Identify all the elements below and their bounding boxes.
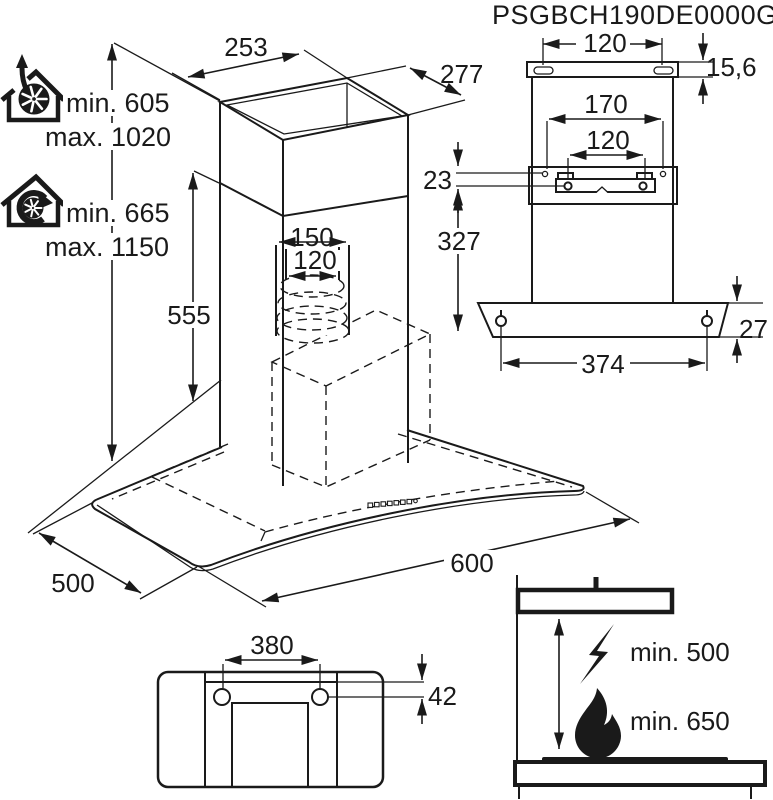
counter-top <box>513 760 767 787</box>
dim-duct-inner-diameter: 120 <box>293 245 336 275</box>
canopy-hidden-edges <box>111 433 573 533</box>
clearance-gas: min. 650 <box>630 706 730 736</box>
recirculation-arrow-arc <box>16 190 48 226</box>
exhaust-mode-icon <box>0 54 66 123</box>
canopy-outline <box>156 670 385 789</box>
house-roof <box>0 173 66 207</box>
dim-holes-vertical-offset: 23 <box>423 165 452 195</box>
drawing-code: PSGBCH190DE0000G <box>492 0 773 30</box>
wall-reference-line <box>27 379 222 534</box>
wall-slot-right <box>653 66 674 75</box>
recirculation-min-height: min. 665 <box>66 198 170 228</box>
dim-chimney-depth: 277 <box>440 59 483 89</box>
front-view: 120 15,6 170 120 23 327 374 <box>423 28 768 379</box>
extraction-min-height: min. 605 <box>66 88 170 118</box>
canopy-front <box>476 302 730 338</box>
clearance-view: min. 500 min. 650 <box>513 575 767 799</box>
extraction-max-height: max. 1020 <box>45 122 171 152</box>
glass-canopy <box>91 429 585 572</box>
chimney-height-leader-line <box>193 170 220 184</box>
mounting-bracket <box>555 172 656 194</box>
lightning-icon <box>580 624 614 684</box>
recirculation-max-height: max. 1150 <box>45 232 169 262</box>
wall-plate <box>526 61 679 78</box>
dim-hood-depth: 500 <box>51 568 94 598</box>
dim-hood-width: 600 <box>450 548 493 578</box>
dim-plate-height: 15,6 <box>706 52 757 82</box>
hood-bottom <box>515 587 675 615</box>
control-buttons <box>367 498 418 508</box>
dim-chimney-height: 555 <box>167 300 210 330</box>
exhaust-arrow-tail <box>19 67 30 93</box>
height-leader-line <box>113 42 221 102</box>
dim-keyhole-spacing: 374 <box>581 349 624 379</box>
dim-wall-slots-spacing: 120 <box>583 28 626 58</box>
dim-bracket-to-canopy: 327 <box>437 226 480 256</box>
flame-icon <box>574 688 621 759</box>
mounting-hole-left <box>213 688 231 706</box>
dim-rear-holes-offset: 42 <box>428 681 457 711</box>
keyhole-screws <box>495 310 713 327</box>
inner-opening <box>231 702 309 788</box>
dim-bracket-holes-spacing: 120 <box>586 125 629 155</box>
dim-canopy-height: 27 <box>739 314 768 344</box>
clearance-electric: min. 500 <box>630 637 730 667</box>
inner-housing-dashed-box <box>270 309 432 488</box>
recirculation-mode-icon <box>0 173 66 228</box>
dim-upper-holes-spacing: 170 <box>584 89 627 119</box>
house-walls <box>6 96 61 123</box>
isometric-view: 150 120 253 277 <box>27 32 640 608</box>
dim-rear-holes-spacing: 380 <box>250 630 293 660</box>
house-roof <box>0 68 66 102</box>
height-range-annotations: min. 605 max. 1020 min. 665 max. 1150 <box>0 42 221 461</box>
wall-slot-left <box>533 66 554 75</box>
mounting-hole-right <box>311 688 329 706</box>
exhaust-arrow-head <box>16 54 28 68</box>
rear-view: 380 42 <box>156 630 457 789</box>
dim-chimney-width: 253 <box>224 32 267 62</box>
